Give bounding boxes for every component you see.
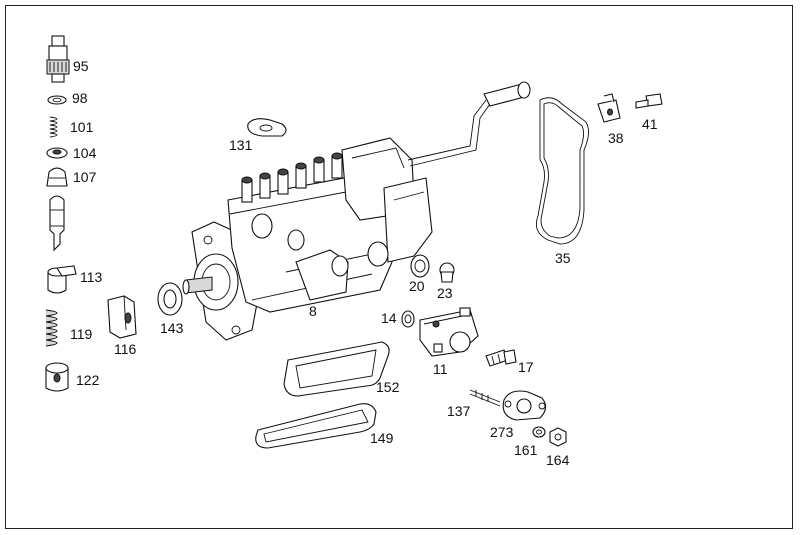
part-11-valve-body[interactable]	[419, 307, 479, 357]
callout-149: 149	[370, 430, 394, 446]
part-17-screw[interactable]	[485, 349, 517, 367]
callout-95: 95	[73, 58, 89, 74]
part-152-gasket[interactable]	[283, 341, 390, 397]
callout-8: 8	[309, 303, 317, 319]
callout-23: 23	[437, 285, 453, 301]
part-8-injection-pump[interactable]	[182, 137, 433, 341]
part-116-bracket[interactable]	[107, 295, 137, 339]
part-38-bracket[interactable]	[597, 93, 621, 123]
callout-98: 98	[72, 90, 88, 106]
part-161-washer[interactable]	[532, 426, 546, 438]
part-95-delivery-valve[interactable]	[46, 35, 70, 83]
callout-17: 17	[518, 359, 534, 375]
part-164-nut[interactable]	[549, 427, 567, 447]
part-14-o-ring[interactable]	[401, 310, 415, 328]
part-119-spring[interactable]	[45, 309, 58, 347]
callout-35: 35	[555, 250, 571, 266]
callout-161: 161	[514, 442, 538, 458]
callout-116: 116	[114, 341, 137, 357]
callout-41: 41	[642, 116, 658, 132]
part-35-gasket[interactable]	[535, 97, 589, 245]
part-143-seal-ring[interactable]	[157, 282, 183, 316]
part-20-seal[interactable]	[410, 254, 430, 278]
diagram-frame	[5, 5, 793, 529]
callout-104: 104	[73, 145, 97, 161]
callout-107: 107	[73, 169, 97, 185]
callout-137: 137	[447, 403, 471, 419]
part-137-stud[interactable]	[469, 389, 501, 407]
fuel-line[interactable]	[407, 81, 531, 167]
part-104-ring[interactable]	[46, 147, 68, 159]
part-107-cap[interactable]	[46, 167, 68, 187]
callout-164: 164	[546, 452, 570, 468]
part-122-spring-seat[interactable]	[45, 362, 69, 392]
callout-119: 119	[70, 326, 93, 342]
part-273-flange[interactable]	[502, 390, 547, 421]
part-41-bolt[interactable]	[635, 93, 663, 109]
part-131-gasket[interactable]	[247, 118, 287, 137]
part-23-plug[interactable]	[439, 262, 455, 283]
callout-101: 101	[70, 119, 94, 135]
part-101-spring[interactable]	[49, 116, 58, 138]
callout-143: 143	[160, 320, 184, 336]
callout-273: 273	[490, 424, 514, 440]
callout-14: 14	[381, 310, 397, 326]
part-nozzle-element[interactable]	[49, 195, 65, 252]
callout-20: 20	[409, 278, 425, 294]
part-113-control-sleeve[interactable]	[47, 265, 77, 294]
callout-11: 11	[433, 361, 448, 377]
callout-113: 113	[80, 269, 103, 285]
callout-152: 152	[376, 379, 400, 395]
part-98-washer[interactable]	[47, 95, 67, 105]
callout-122: 122	[76, 372, 100, 388]
part-149-gasket[interactable]	[255, 403, 377, 449]
callout-38: 38	[608, 130, 624, 146]
callout-131: 131	[229, 137, 253, 153]
